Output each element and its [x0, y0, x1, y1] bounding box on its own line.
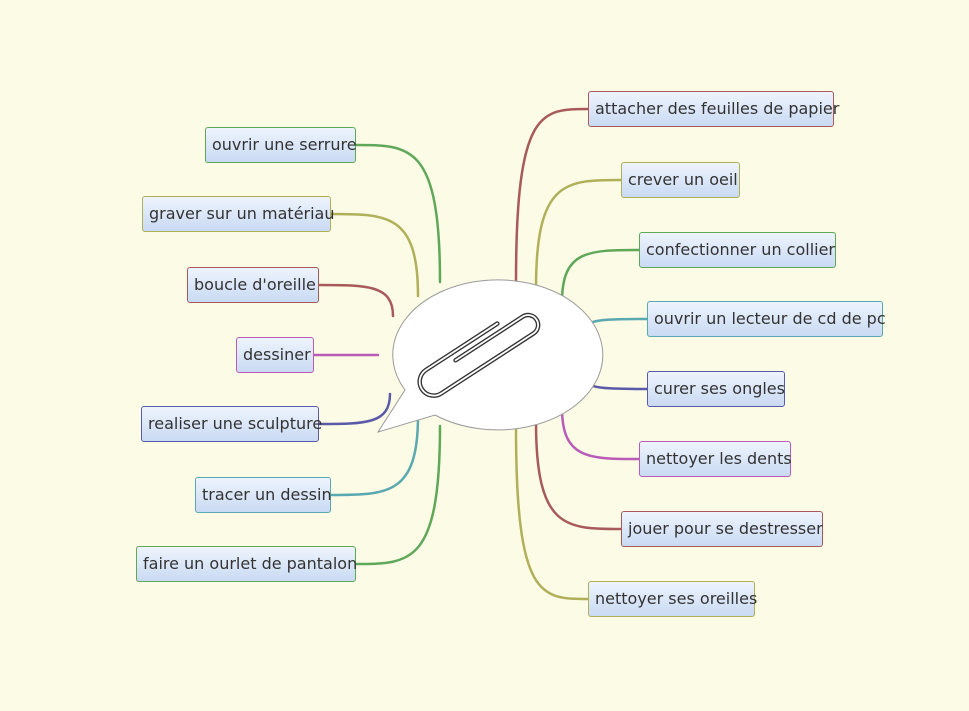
central-topic-bubble[interactable] — [376, 279, 604, 433]
topic-node[interactable]: graver sur un matériau — [142, 196, 335, 232]
branch-line — [534, 178, 623, 290]
topic-node[interactable]: curer ses ongles — [647, 371, 785, 407]
topic-node[interactable]: confectionner un collier — [639, 232, 836, 268]
topic-node[interactable]: dessiner — [236, 337, 314, 373]
topic-node[interactable]: ouvrir un lecteur de cd de pc — [647, 301, 886, 337]
topic-node[interactable]: realiser une sculpture — [141, 406, 322, 442]
branch-line — [329, 212, 420, 298]
branch-line — [354, 424, 442, 566]
branch-line — [534, 420, 623, 531]
topic-node[interactable]: faire un ourlet de pantalon — [136, 546, 357, 582]
branch-line — [354, 143, 442, 284]
paperclip-icon — [417, 312, 541, 398]
branch-line — [329, 414, 420, 497]
topic-node[interactable]: boucle d'oreille — [187, 267, 319, 303]
topic-node[interactable]: nettoyer les dents — [639, 441, 792, 477]
branch-line — [560, 248, 641, 304]
branch-line — [560, 406, 641, 461]
branch-line — [514, 426, 590, 601]
topic-node[interactable]: ouvrir une serrure — [205, 127, 357, 163]
topic-node[interactable]: attacher des feuilles de papier — [588, 91, 839, 127]
topic-node[interactable]: tracer un dessin — [195, 477, 332, 513]
topic-node[interactable]: jouer pour se destresser — [621, 511, 823, 547]
branch-line — [317, 392, 392, 426]
branch-line — [317, 283, 395, 318]
topic-node[interactable]: crever un oeil — [621, 162, 740, 198]
topic-node[interactable]: nettoyer ses oreilles — [588, 581, 757, 617]
branch-line — [514, 107, 590, 284]
